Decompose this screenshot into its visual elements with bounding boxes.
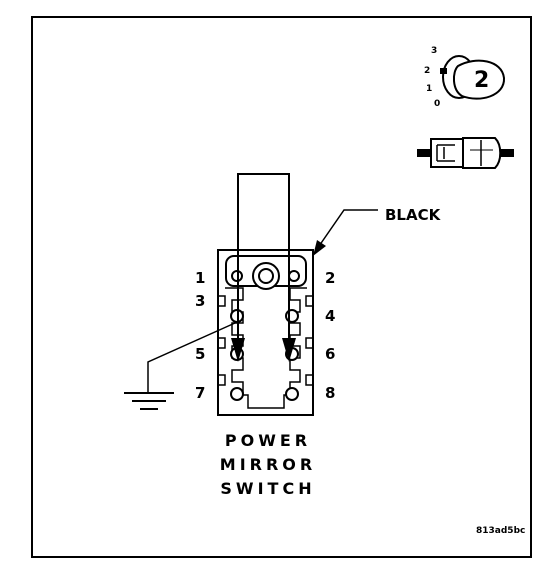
title-line-2: MIRROR xyxy=(220,455,316,474)
connector-plug-icon xyxy=(417,137,514,169)
pin-number-3: 3 xyxy=(195,292,205,310)
black-wire-callout: BLACK xyxy=(313,206,442,256)
rotary-knob-icon: 3 2 1 0 2 xyxy=(424,46,506,109)
terminal-4 xyxy=(285,309,299,323)
jumper-wire xyxy=(231,173,296,362)
pin-number-2: 2 xyxy=(325,269,335,287)
pin-number-1: 1 xyxy=(195,269,205,287)
terminal-2 xyxy=(288,270,300,282)
knob-position-1: 1 xyxy=(426,84,432,94)
knob-position-2: 2 xyxy=(424,66,430,76)
ground-symbol xyxy=(124,322,236,410)
pin-number-8: 8 xyxy=(325,384,335,402)
knob-selected-position: 2 xyxy=(474,68,489,93)
black-wire-label: BLACK xyxy=(385,206,442,224)
terminal-8 xyxy=(285,387,299,401)
terminal-7 xyxy=(230,387,244,401)
pin-number-6: 6 xyxy=(325,345,335,363)
title-line-1: POWER xyxy=(225,431,311,450)
pin-number-5: 5 xyxy=(195,345,205,363)
switch-title: POWER MIRROR SWITCH xyxy=(220,431,316,498)
arrow-to-terminal-6 xyxy=(282,338,296,362)
title-line-3: SWITCH xyxy=(220,479,315,498)
knob-position-3: 3 xyxy=(431,46,437,56)
figure-id: 813ad5bc xyxy=(476,526,525,536)
knob-position-0: 0 xyxy=(434,99,440,109)
pin-number-7: 7 xyxy=(195,384,205,402)
pin-number-4: 4 xyxy=(325,307,335,325)
diagram-frame xyxy=(31,16,532,558)
pin-numbers: 1 2 3 4 5 6 7 8 xyxy=(195,269,335,402)
arrow-to-terminal-5 xyxy=(231,338,245,362)
